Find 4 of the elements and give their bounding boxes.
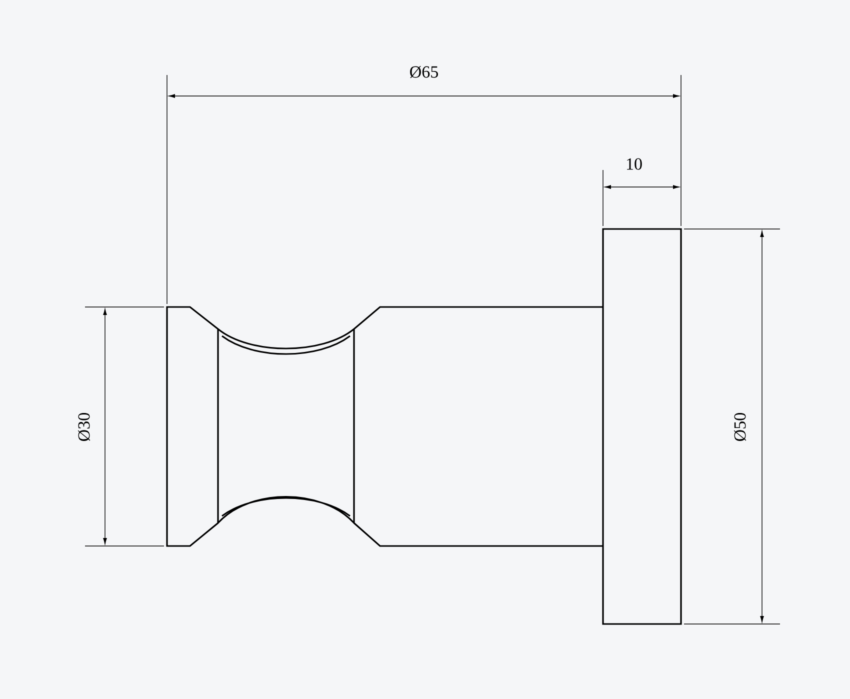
dimension-label: Ø50 xyxy=(734,413,746,441)
dimension-label: Ø65 xyxy=(410,66,438,78)
dimension-label: 10 xyxy=(627,158,642,170)
dimension-label: Ø30 xyxy=(78,413,90,441)
